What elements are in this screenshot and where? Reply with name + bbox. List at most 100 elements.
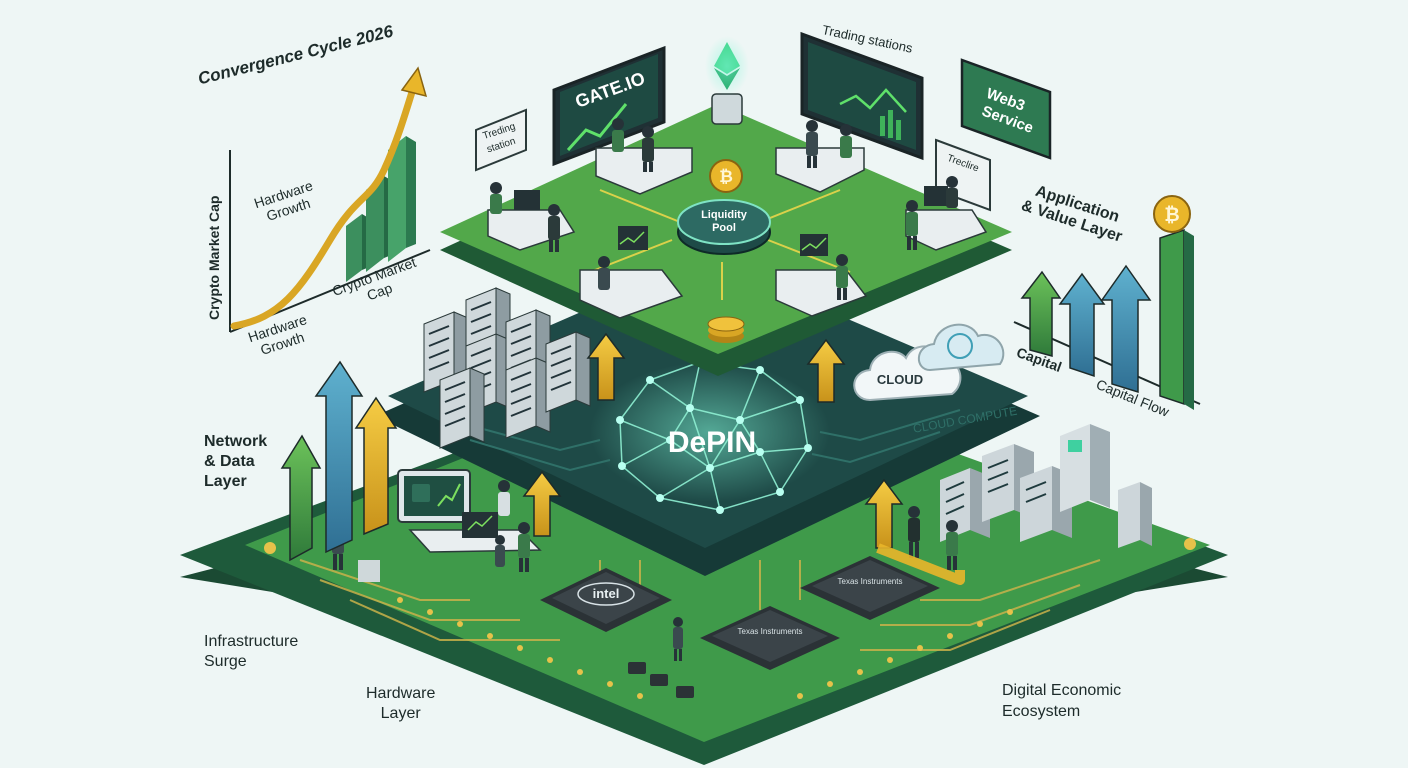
arrow-up-blue-right: [1058, 272, 1106, 378]
chip-intel: intel: [540, 568, 672, 632]
arrow-up-gold-1: [586, 332, 626, 401]
cloud-compute: CLOUD: [853, 323, 1005, 402]
mesh-link: [689, 407, 741, 421]
mesh-link: [669, 439, 711, 469]
arrow-up-blue-left: [314, 360, 364, 554]
depin-label: DePIN: [668, 426, 756, 459]
mesh-link: [659, 497, 721, 511]
mesh-link: [739, 369, 761, 421]
capital-tall-bar-side: [1184, 230, 1194, 410]
server-rack: [423, 311, 469, 393]
chip-texas-bottom-label: Texas Instruments: [738, 627, 803, 636]
mesh-link: [799, 399, 809, 449]
chart-y-axis-label: Crypto Market Cap: [206, 195, 222, 320]
chip-texas-bottom: Texas Instruments: [700, 606, 840, 670]
mesh-link: [619, 419, 671, 441]
mesh-link: [709, 451, 761, 469]
mesh-link: [649, 361, 701, 381]
infrastructure-surge-label: Infrastructure Surge: [204, 633, 299, 670]
mesh-link: [621, 465, 661, 499]
server-rack: [545, 331, 591, 413]
server-rack: [505, 357, 551, 439]
mesh-node: [646, 376, 654, 384]
mesh-link: [709, 467, 721, 511]
left-rising-arrows: [280, 360, 398, 562]
mesh-node: [756, 448, 764, 456]
cloud-shape-back: [917, 323, 1005, 372]
server-rack: [439, 367, 485, 449]
chip-intel-label: intel: [593, 586, 620, 601]
arrow-up-blue-right-2: [1100, 264, 1152, 394]
chart-growth-arrowhead: [400, 66, 428, 98]
mesh-link: [659, 467, 711, 499]
network-circuits: [449, 409, 961, 472]
network-server-racks: [423, 287, 591, 449]
svg-text:₿: ₿: [1164, 205, 1179, 226]
capital-chart: ₿: [1013, 195, 1201, 410]
mesh-link: [621, 439, 671, 467]
mesh-node: [656, 494, 664, 502]
hardware-workstation: [397, 469, 542, 553]
depin-glow: [590, 362, 830, 502]
digital-ecosystem-label: Digital Economic Ecosystem: [1002, 682, 1122, 720]
capital-tall-bar: [1159, 228, 1185, 406]
arrow-up-gold-left: [354, 396, 398, 536]
mesh-node: [804, 444, 812, 452]
bitcoin-stack-icon: [707, 316, 745, 343]
mesh-link: [739, 419, 761, 453]
arrow-up-gold-2: [806, 338, 846, 403]
mesh-node: [776, 488, 784, 496]
arrow-up-green-right: [1020, 270, 1062, 357]
liquidity-pool-label-line1: Liquidity: [701, 209, 748, 221]
chip-texas-top: Texas Instruments: [800, 556, 940, 620]
chart-growth-curve: [230, 88, 416, 330]
mesh-link: [619, 379, 651, 421]
trading-station-card: Treding station: [475, 108, 527, 172]
mesh-link: [739, 399, 801, 421]
bitcoin-coin-icon: ₿: [709, 159, 743, 193]
chip-texas-top-label: Texas Instruments: [838, 577, 903, 586]
mesh-link: [669, 407, 691, 441]
mesh-link: [709, 419, 741, 469]
arrow-up-green-left: [280, 434, 322, 562]
cloud-network-icon: [947, 333, 973, 359]
mesh-link: [759, 451, 781, 493]
application-layer: Liquidity Pool ₿ GATE.IO Tr: [440, 31, 1052, 376]
mesh-node: [666, 436, 674, 444]
mesh-node: [706, 464, 714, 472]
network-layer-label: Network & Data Layer: [204, 433, 268, 490]
mesh-node: [756, 366, 764, 374]
web3-service-card: Web3 Service: [960, 58, 1052, 160]
mesh-link: [759, 369, 801, 401]
layer-arrows: [522, 332, 965, 585]
ethereum-icon: [705, 36, 749, 125]
trader-people: [490, 118, 958, 300]
mesh-link: [689, 361, 701, 409]
circuit-traces: [299, 559, 1101, 651]
mesh-link: [619, 419, 623, 467]
board-pins: [264, 538, 1196, 699]
mesh-link: [649, 379, 691, 409]
mesh-node: [736, 416, 744, 424]
hardware-layer-label: Hardware Layer: [366, 685, 436, 722]
mesh-node: [616, 416, 624, 424]
mesh-node: [618, 462, 626, 470]
arrow-up-gold-3: [522, 470, 562, 537]
mesh-node: [686, 404, 694, 412]
chart-bars: [346, 136, 416, 282]
svg-text:₿: ₿: [719, 167, 733, 186]
liquidity-pool-label-line2: Pool: [712, 222, 736, 234]
mesh-node: [796, 396, 804, 404]
cloud-label: CLOUD: [877, 372, 923, 387]
growth-chart: [229, 66, 431, 333]
mesh-link: [719, 491, 781, 511]
small-components: [358, 560, 694, 698]
mesh-node: [716, 506, 724, 514]
arrow-flow-gold: [876, 543, 965, 585]
bitcoin-coin-right-icon: ₿: [1153, 195, 1191, 233]
arrow-up-gold-4: [864, 478, 904, 549]
trading-stations-monitor: [800, 31, 924, 161]
mesh-link: [689, 407, 711, 469]
